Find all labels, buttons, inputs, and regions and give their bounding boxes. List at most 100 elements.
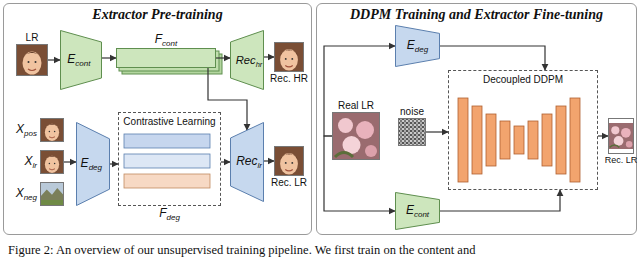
trapezoid-outline	[396, 193, 440, 230]
feature-bar	[124, 134, 210, 148]
label-text: Contrastive Learning	[123, 116, 215, 127]
image-frame: Xneg	[40, 182, 64, 206]
panel: DDPM Training and Extractor Fine-tuningE…	[316, 3, 637, 235]
panel-title: Extractor Pre-training	[92, 7, 222, 22]
symbol-subscript: deg	[415, 45, 428, 54]
label-group: Rechr	[236, 54, 262, 67]
trapezoid-outline	[231, 31, 264, 90]
symbol-subscript: neg	[24, 193, 37, 202]
label-text: Decoupled DDPM	[483, 74, 563, 85]
label-group: Rec. HR	[270, 73, 308, 85]
label-text: Real LR	[338, 100, 374, 111]
connector-arrow	[48, 59, 60, 60]
trapezoid-outline	[77, 123, 110, 206]
feature-bar	[124, 174, 210, 188]
label-group: Xlr	[25, 155, 37, 169]
dashed-group: Contrastive LearningFdeg	[118, 112, 221, 206]
symbol-name: Rec	[236, 154, 257, 168]
connector-arrow	[440, 46, 545, 70]
encoder-block: Econt	[395, 192, 440, 230]
label-group: Reclr	[236, 155, 262, 169]
panel-title: DDPM Training and Extractor Fine-tuning	[350, 7, 603, 22]
label-group: Edeg	[407, 39, 428, 53]
decoder-block: Reclr	[230, 122, 264, 202]
symbol-name: E	[406, 203, 414, 217]
feature-box: Fcont	[116, 48, 216, 68]
label-group: Xpos	[16, 123, 37, 137]
connector-arrow	[598, 135, 608, 136]
symbol-subscript: cont	[414, 210, 429, 219]
connector-arrow	[110, 163, 118, 164]
flower-image	[332, 112, 380, 160]
symbol-name: X	[16, 186, 24, 200]
image-frame: Real LR	[332, 112, 380, 160]
image-frame: Rec. HR	[274, 42, 304, 72]
symbol-subscript: lr	[257, 161, 261, 170]
label-group: Econt	[406, 204, 429, 218]
connector-arrow	[324, 46, 395, 136]
trapezoid-outline	[231, 123, 264, 202]
label-group: Xneg	[16, 187, 37, 201]
connector-arrow	[426, 131, 448, 132]
decoder-block: Rechr	[230, 30, 264, 90]
label-group: Extractor Pre-training	[92, 7, 222, 23]
label-group: DDPM Training and Extractor Fine-tuning	[350, 7, 603, 23]
noise-image	[398, 118, 426, 146]
symbol-subscript: cont	[162, 39, 177, 48]
image-frame: Rec. LR	[608, 118, 634, 154]
symbol-subscript: pos	[24, 129, 37, 138]
symbol-name: Rec	[236, 54, 256, 66]
encoder-block: Econt	[60, 30, 102, 90]
symbol-subscript: deg	[89, 163, 102, 172]
dashed-group: Decoupled DDPM	[448, 70, 598, 190]
label-text: Rec. LR	[271, 177, 307, 188]
symbol-name: E	[67, 52, 75, 66]
trapezoid-outline	[396, 26, 440, 67]
label-text: Rec. LR	[605, 155, 638, 165]
face-image	[40, 118, 64, 142]
label-group: noise	[400, 106, 424, 118]
connector-arrow	[324, 136, 395, 211]
image-frame: Xlr	[40, 150, 64, 174]
symbol-name: E	[81, 156, 89, 170]
connector-arrow	[102, 57, 116, 58]
image-frame: noise	[398, 118, 426, 146]
symbol-name: E	[407, 38, 415, 52]
face-image	[16, 44, 48, 76]
symbol-name: X	[16, 122, 24, 136]
label-group: Edeg	[81, 157, 102, 171]
figure-caption: Figure 2: An overview of our unsupervise…	[8, 243, 475, 258]
label-group: Rec. LR	[605, 155, 638, 165]
connector-arrow	[216, 57, 230, 58]
connector-arrow	[64, 161, 76, 162]
connector-arrow	[221, 161, 230, 162]
panel: Extractor Pre-trainingLREcontFcontRechrR…	[3, 3, 312, 235]
label-group: Econt	[67, 53, 90, 67]
symbol-name: F	[159, 206, 166, 220]
face-image	[274, 42, 304, 72]
label-text: LR	[26, 32, 39, 43]
connector-arrow	[264, 160, 274, 161]
label-group: Real LR	[338, 100, 374, 112]
trapezoid-outline	[61, 31, 102, 90]
symbol-subscript: lr	[33, 161, 37, 170]
label-group: Contrastive Learning	[123, 116, 215, 128]
label-text: noise	[400, 106, 424, 117]
face-image	[40, 150, 64, 174]
label-group: Decoupled DDPM	[483, 74, 563, 86]
encoder-block: Edeg	[76, 122, 110, 206]
landscape-image	[40, 182, 64, 206]
symbol-subscript: cont	[75, 59, 90, 68]
encoder-block: Edeg	[395, 25, 440, 67]
symbol-subscript: deg	[166, 213, 179, 222]
flower-image	[608, 123, 634, 149]
label-group: Rec. LR	[271, 177, 307, 189]
image-frame: LR	[16, 44, 48, 76]
label-group: LR	[26, 32, 39, 44]
symbol-name: F	[155, 32, 162, 46]
symbol-subscript: hr	[256, 60, 263, 69]
image-frame: Rec. LR	[274, 146, 304, 176]
face-image	[274, 146, 304, 176]
connector-arrow	[264, 56, 274, 57]
label-text: Rec. HR	[270, 73, 308, 84]
